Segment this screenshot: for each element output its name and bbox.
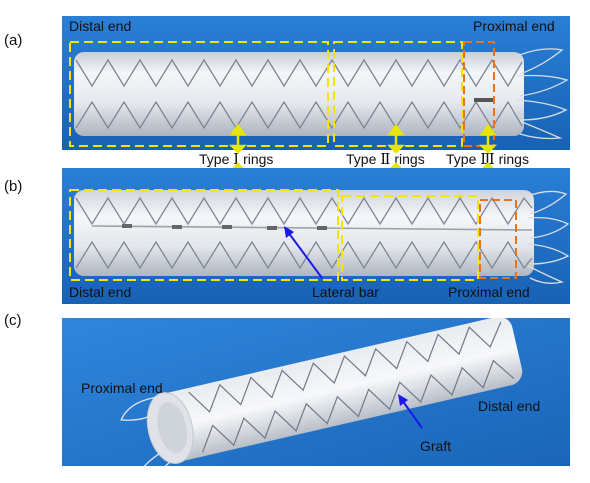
graft-arrow — [398, 394, 423, 429]
panel-a-proximal-label: Proximal end — [473, 18, 555, 34]
type-1-box — [69, 189, 339, 281]
type-2-word: Type — [346, 151, 377, 167]
stent-rings — [75, 196, 533, 270]
type-1-suffix: rings — [243, 151, 274, 167]
type-2-box — [341, 195, 479, 281]
panel-c-graft-label: Graft — [420, 438, 452, 454]
stent-rings — [75, 58, 523, 130]
lateral-bar-markers — [122, 224, 327, 230]
type-1-label: Type Ⅰ rings — [199, 150, 273, 168]
type-2-numeral: Ⅱ — [380, 150, 391, 168]
type-3-numeral: Ⅲ — [480, 150, 495, 168]
panel-c-image — [62, 318, 570, 466]
panel-c-distal-label: Distal end — [478, 398, 541, 414]
stent-body — [120, 318, 523, 466]
panel-c-proximal-label: Proximal end — [81, 380, 163, 396]
stent-body — [74, 52, 524, 136]
proximal-wires — [120, 396, 171, 466]
panel-b-lateral-bar-label: Lateral bar — [312, 284, 379, 300]
radiopaque-marker — [474, 98, 494, 102]
type-3-suffix: rings — [498, 151, 529, 167]
panel-b-letter: (b) — [4, 178, 23, 195]
type-2-suffix: rings — [394, 151, 425, 167]
panel-b-proximal-label: Proximal end — [448, 284, 530, 300]
panel-a-letter: (a) — [4, 32, 23, 49]
type-3-box — [479, 199, 517, 279]
type-3-label: Type Ⅲ rings — [446, 150, 529, 168]
type-1-word: Type — [199, 151, 230, 167]
lateral-bar-arrow — [284, 226, 323, 279]
panel-a-distal-label: Distal end — [69, 18, 132, 34]
type-3-box — [463, 41, 495, 147]
lateral-bar — [91, 225, 533, 231]
panel-b-photo — [62, 168, 570, 304]
type-2-label: Type Ⅱ rings — [346, 150, 425, 168]
type-1-box — [69, 41, 329, 147]
proximal-wires — [516, 48, 569, 140]
type-3-word: Type — [446, 151, 477, 167]
panel-c-letter: (c) — [4, 312, 22, 329]
panel-c-photo — [62, 318, 570, 466]
panel-b-distal-label: Distal end — [69, 284, 132, 300]
panel-b-image — [62, 168, 570, 304]
type-1-numeral: Ⅰ — [233, 150, 240, 168]
proximal-wires — [527, 190, 570, 284]
